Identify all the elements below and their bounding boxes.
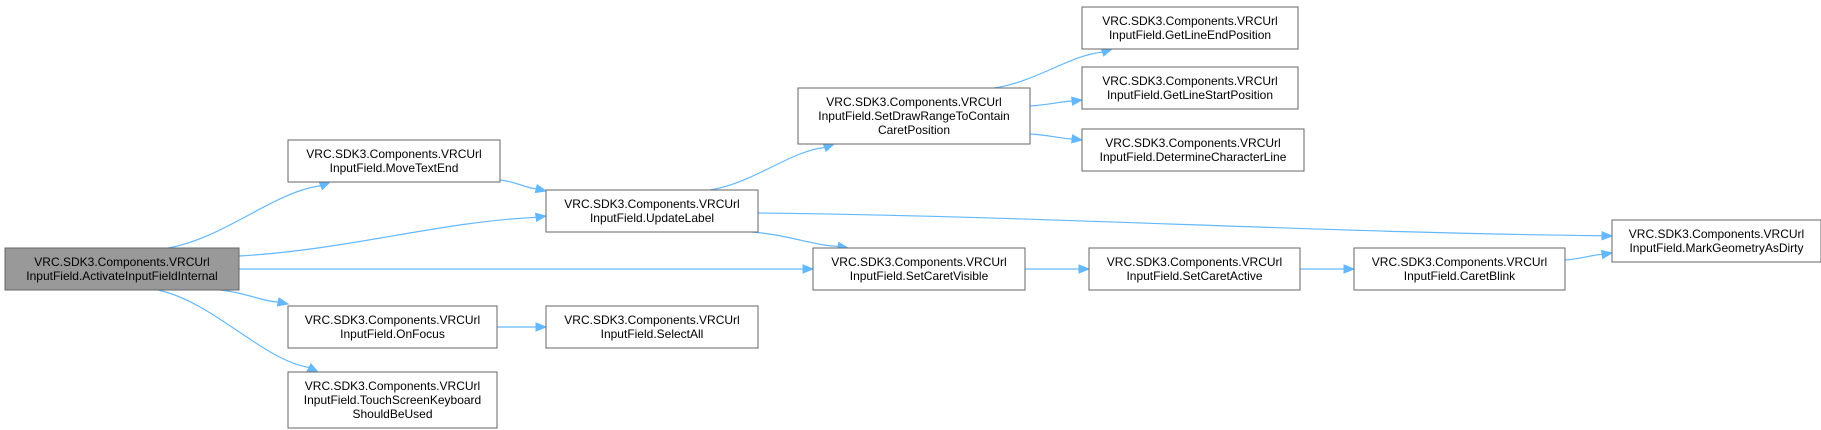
node-box (1353, 247, 1566, 291)
node-box (797, 87, 1031, 145)
node-label-line: VRC.SDK3.Components.VRCUrl (305, 313, 480, 327)
node-box (287, 139, 501, 183)
node-label-line: VRC.SDK3.Components.VRCUrl (34, 255, 209, 269)
node-label-line: VRC.SDK3.Components.VRCUrl (564, 313, 739, 327)
node-box (1081, 6, 1299, 50)
arrowhead-icon (276, 297, 290, 307)
edge-movetextend-to-updatelabel (499, 179, 548, 194)
edge-setcaretactive-to-caretblink (1300, 264, 1356, 274)
node-updatelabel[interactable]: VRC.SDK3.Components.VRCUrlInputField.Upd… (545, 189, 759, 233)
node-box (287, 305, 498, 349)
node-touchscreen[interactable]: VRC.SDK3.Components.VRCUrlInputField.Tou… (287, 371, 498, 429)
node-label-line: InputField.DetermineCharacterLine (1100, 150, 1287, 164)
node-setcaretactive[interactable]: VRC.SDK3.Components.VRCUrlInputField.Set… (1088, 247, 1301, 291)
node-label-line: VRC.SDK3.Components.VRCUrl (1629, 227, 1804, 241)
node-label-line: InputField.SetCaretActive (1126, 269, 1262, 283)
arrowhead-icon (306, 362, 320, 373)
node-label-line: VRC.SDK3.Components.VRCUrl (305, 379, 480, 393)
node-label-line: VRC.SDK3.Components.VRCUrl (1105, 136, 1280, 150)
node-label-line: InputField.SetCaretVisible (850, 269, 989, 283)
edge-caretblink-to-markgeometry (1564, 249, 1614, 261)
node-box (545, 305, 759, 349)
arrowhead-icon (318, 181, 332, 191)
edge-setdrawrange-to-getlinestart (1029, 96, 1084, 107)
arrowhead-icon (1600, 249, 1614, 260)
edge-updatelabel-to-markgeometry (757, 212, 1614, 241)
node-determinechar[interactable]: VRC.SDK3.Components.VRCUrlInputField.Det… (1081, 128, 1305, 172)
node-box (4, 247, 240, 291)
node-activate: VRC.SDK3.Components.VRCUrlInputField.Act… (4, 247, 240, 291)
node-box (1081, 128, 1305, 172)
node-label-line: VRC.SDK3.Components.VRCUrl (564, 197, 739, 211)
node-label-line: InputField.GetLineStartPosition (1107, 88, 1273, 102)
node-label-line: InputField.OnFocus (340, 327, 445, 341)
edge-activate-to-onfocus (219, 289, 290, 307)
node-onfocus[interactable]: VRC.SDK3.Components.VRCUrlInputField.OnF… (287, 305, 498, 349)
node-label-line: VRC.SDK3.Components.VRCUrl (1107, 255, 1282, 269)
arrowhead-icon (802, 264, 815, 274)
arrowhead-icon (1071, 96, 1084, 106)
node-caretblink[interactable]: VRC.SDK3.Components.VRCUrlInputField.Car… (1353, 247, 1566, 291)
arrowhead-icon (822, 143, 836, 153)
node-getlineend[interactable]: VRC.SDK3.Components.VRCUrlInputField.Get… (1081, 6, 1299, 50)
node-markgeometry[interactable]: VRC.SDK3.Components.VRCUrlInputField.Mar… (1611, 219, 1821, 263)
node-label-line: InputField.GetLineEndPosition (1109, 28, 1271, 42)
edges-layer (157, 47, 1614, 373)
node-label-line: InputField.SetDrawRangeToContain (818, 109, 1009, 123)
node-label-line: ShouldBeUsed (352, 407, 432, 421)
node-label-line: InputField.ActivateInputFieldInternal (26, 269, 217, 283)
node-label-line: VRC.SDK3.Components.VRCUrl (1102, 74, 1277, 88)
node-label-line: InputField.UpdateLabel (590, 211, 714, 225)
node-box (287, 371, 498, 429)
node-label-line: InputField.MarkGeometryAsDirty (1629, 241, 1803, 255)
node-setcaretvisible[interactable]: VRC.SDK3.Components.VRCUrlInputField.Set… (812, 247, 1026, 291)
node-label-line: VRC.SDK3.Components.VRCUrl (306, 147, 481, 161)
node-movetextend[interactable]: VRC.SDK3.Components.VRCUrlInputField.Mov… (287, 139, 501, 183)
edge-onfocus-to-selectall (497, 322, 548, 332)
node-box (1081, 66, 1299, 110)
node-label-line: InputField.TouchScreenKeyboard (304, 393, 481, 407)
node-label-line: VRC.SDK3.Components.VRCUrl (1372, 255, 1547, 269)
node-getlinestart[interactable]: VRC.SDK3.Components.VRCUrlInputField.Get… (1081, 66, 1299, 110)
edge-updatelabel-to-setdrawrange (709, 143, 836, 191)
node-label-line: InputField.CaretBlink (1404, 269, 1516, 283)
node-setdrawrange[interactable]: VRC.SDK3.Components.VRCUrlInputField.Set… (797, 87, 1031, 145)
node-box (1611, 219, 1821, 263)
node-label-line: InputField.SelectAll (601, 327, 704, 341)
arrowhead-icon (535, 322, 548, 332)
arrowhead-icon (534, 212, 548, 223)
arrowhead-icon (1078, 264, 1091, 274)
arrowhead-icon (1601, 230, 1614, 241)
edge-activate-to-updatelabel (238, 212, 548, 257)
node-label-line: VRC.SDK3.Components.VRCUrl (826, 95, 1001, 109)
edge-setdrawrange-to-determinechar (1029, 133, 1084, 144)
node-box (1088, 247, 1301, 291)
node-label-line: VRC.SDK3.Components.VRCUrl (1102, 14, 1277, 28)
edge-activate-to-setcaretvisible (239, 264, 815, 274)
node-label-line: VRC.SDK3.Components.VRCUrl (831, 255, 1006, 269)
arrowhead-icon (1343, 264, 1356, 274)
arrowhead-icon (534, 183, 548, 194)
arrowhead-icon (1071, 134, 1084, 144)
edge-activate-to-movetextend (167, 181, 332, 249)
node-label-line: InputField.MoveTextEnd (330, 161, 459, 175)
edge-activate-to-touchscreen (157, 289, 320, 373)
node-selectall[interactable]: VRC.SDK3.Components.VRCUrlInputField.Sel… (545, 305, 759, 349)
node-label-line: CaretPosition (878, 123, 950, 137)
node-box (812, 247, 1026, 291)
edge-setcaretvisible-to-setcaretactive (1025, 264, 1091, 274)
node-box (545, 189, 759, 233)
nodes-layer: VRC.SDK3.Components.VRCUrlInputField.Act… (4, 6, 1821, 429)
